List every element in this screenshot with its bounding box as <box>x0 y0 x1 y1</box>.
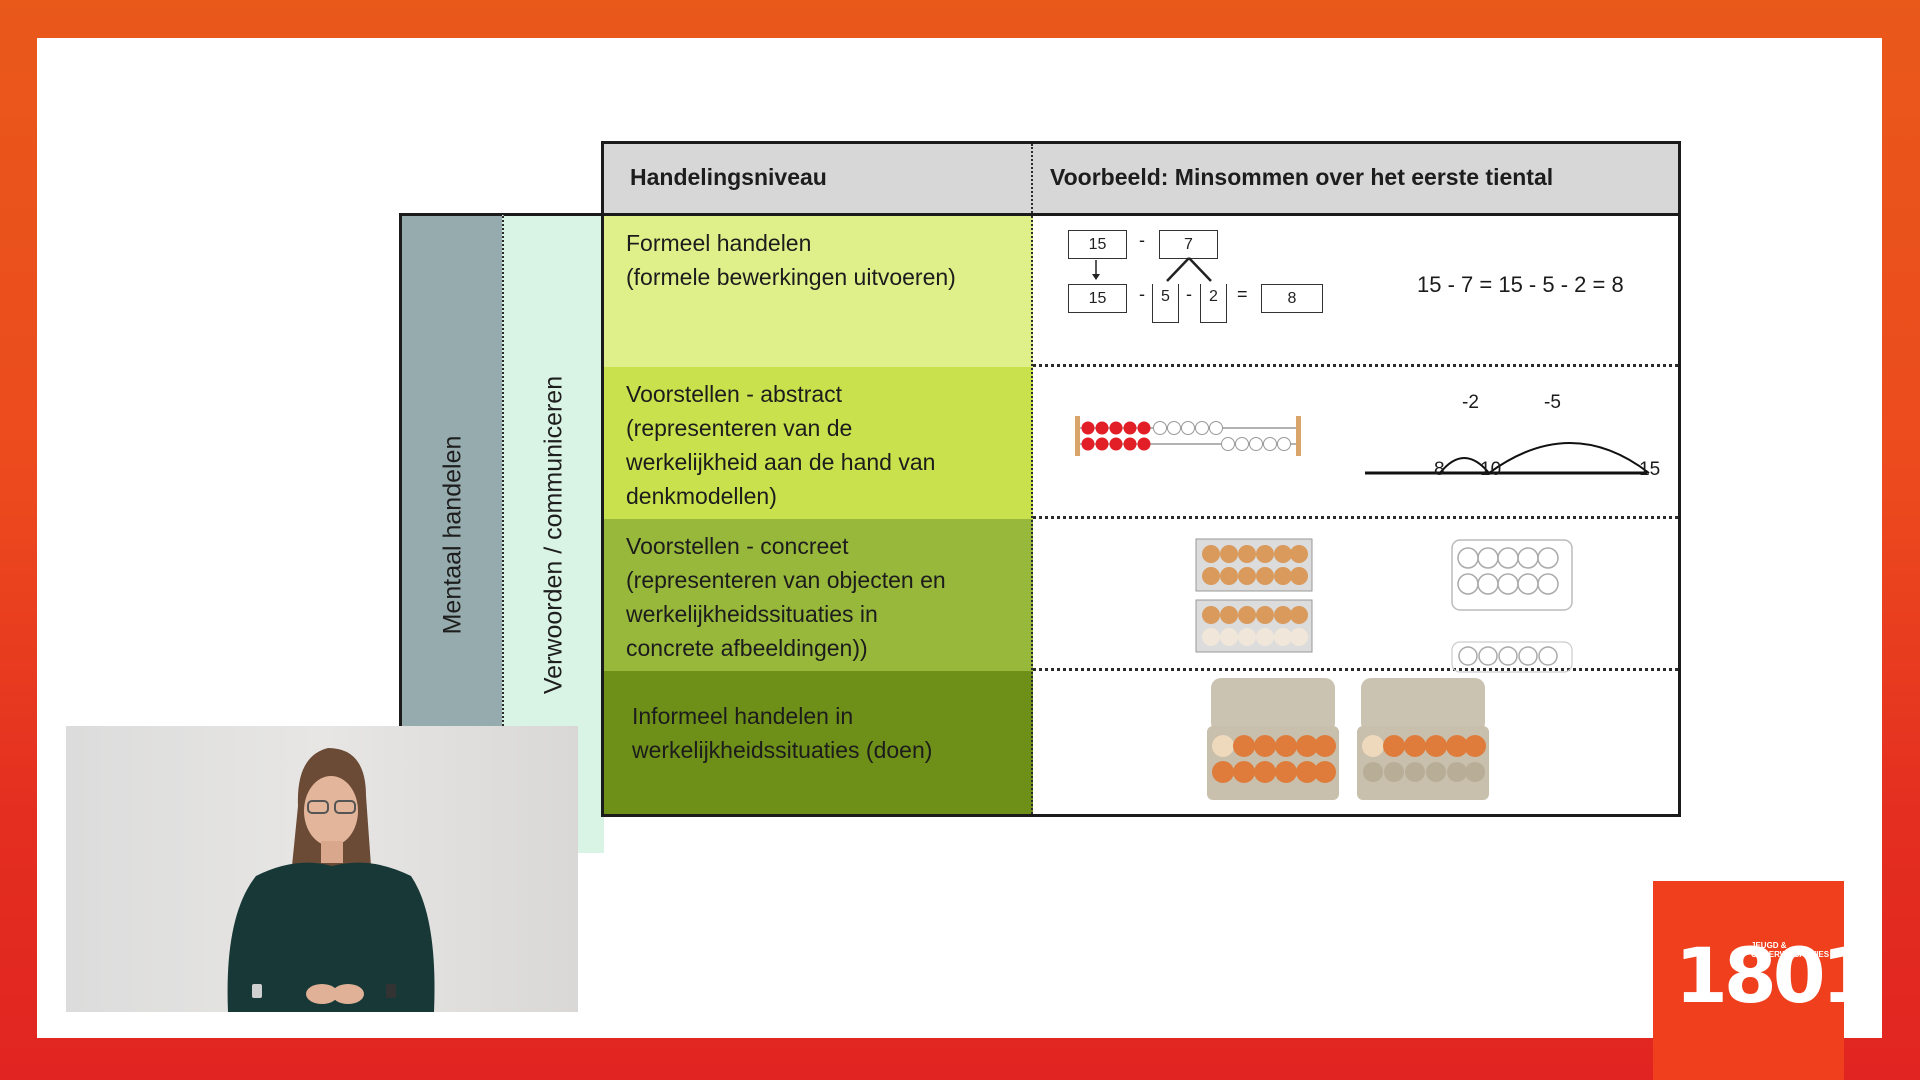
logo-line1: JEUGD & <box>1751 941 1787 950</box>
jump-large-label: -5 <box>1544 392 1561 413</box>
minus-sign-3: - <box>1186 284 1192 304</box>
number-line <box>1365 442 1650 475</box>
tick-10: 10 <box>1480 459 1502 480</box>
logo-number: 1801 <box>1675 931 1875 1020</box>
box-5: 5 <box>1152 284 1179 323</box>
slide: Handelingsniveau Voorbeeld: Minsommen ov… <box>37 38 1882 1038</box>
minus-sign: - <box>1139 230 1145 250</box>
tick-15: 15 <box>1639 459 1661 480</box>
header-voorbeeld: Voorbeeld: Minsommen over het eerste tie… <box>1050 164 1554 190</box>
level-abstract: Voorstellen - abstract (representeren va… <box>604 367 1033 519</box>
band-verwoorden-label: Verwoorden / communiceren <box>539 375 568 694</box>
rekenrek <box>1075 416 1301 456</box>
box-2: 2 <box>1200 284 1227 323</box>
logo-1801: 1801 JEUGD & ONDERWIJSADVIES <box>1653 881 1875 1080</box>
row-divider-2 <box>1033 516 1678 519</box>
level-concreet: Voorstellen - concreet (representeren va… <box>604 519 1033 671</box>
formal-equation: 15 - 7 = 15 - 5 - 2 = 8 <box>1417 272 1624 297</box>
egg-tray-sketch <box>1451 539 1573 673</box>
row-divider-1 <box>1033 364 1678 367</box>
equals-sign: = <box>1237 284 1248 304</box>
level-formeel: Formeel handelen (formele bewerkingen ui… <box>604 216 1033 367</box>
box-8-result: 8 <box>1261 284 1323 313</box>
jump-small-label: -2 <box>1462 392 1479 413</box>
egg-tray-photos <box>1195 538 1313 653</box>
interpreter-figure <box>227 748 435 1012</box>
egg-carton-photos <box>1207 678 1489 800</box>
minus-sign-2: - <box>1139 284 1145 304</box>
logo-line2: ONDERWIJSADVIES <box>1751 950 1830 959</box>
split-arrows <box>1092 257 1212 282</box>
column-divider <box>1031 216 1033 814</box>
level-informeel: Informeel handelen in werkelijkheidssitu… <box>604 671 1033 814</box>
box-15-bottom: 15 <box>1068 284 1127 313</box>
box-7-top: 7 <box>1159 230 1218 259</box>
header-handelingsniveau: Handelingsniveau <box>630 164 827 190</box>
interpreter-video <box>66 726 578 1012</box>
box-15-top: 15 <box>1068 230 1127 259</box>
table-header <box>601 141 1681 216</box>
example-column <box>1033 216 1678 814</box>
row-divider-3 <box>1033 668 1678 671</box>
tick-8: 8 <box>1434 459 1445 480</box>
band-mentaal-label: Mentaal handelen <box>438 435 467 634</box>
header-divider <box>1031 144 1033 216</box>
